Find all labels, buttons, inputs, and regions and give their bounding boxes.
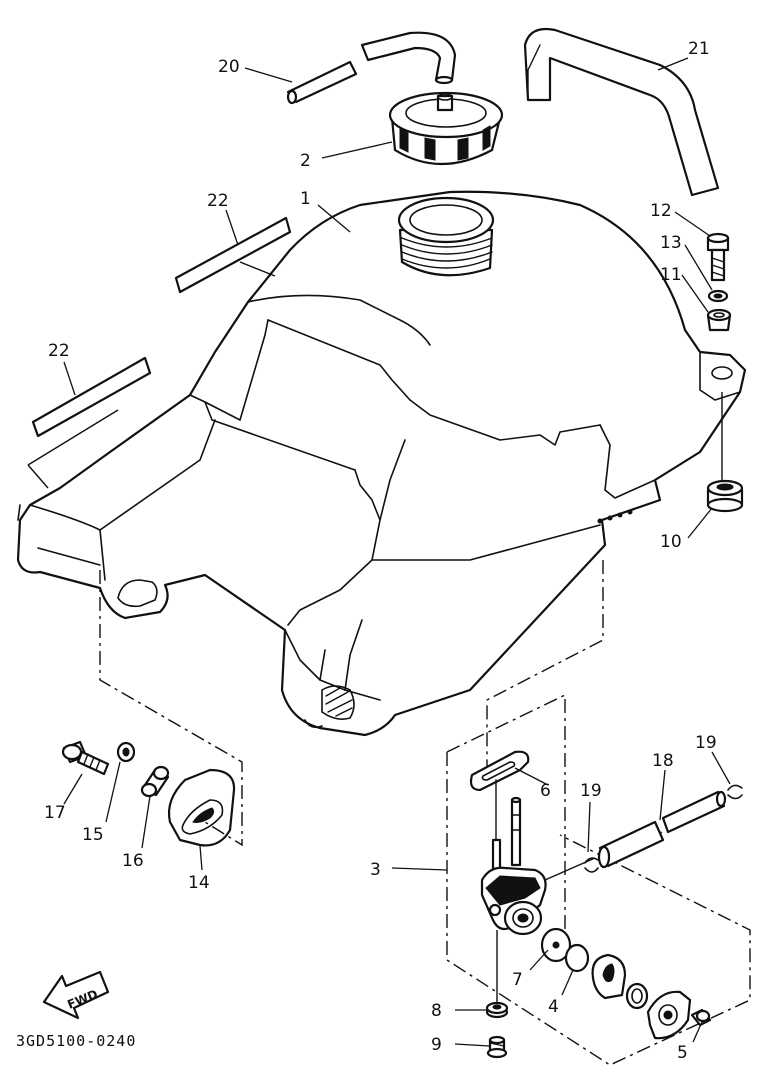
filler-neck <box>397 196 495 277</box>
seal-ring <box>625 982 649 1010</box>
collar-16 <box>140 765 170 798</box>
seal-strip-upper <box>174 216 292 294</box>
front-hatch <box>321 685 355 720</box>
callout-4: 4 <box>548 997 559 1017</box>
o-ring-4 <box>564 943 590 973</box>
callout-18: 18 <box>652 751 674 771</box>
leader-lines <box>63 57 731 1047</box>
callout-16: 16 <box>122 851 144 871</box>
washer-15 <box>116 741 136 763</box>
callout-1: 1 <box>300 189 311 209</box>
drain-washer-8 <box>485 1001 509 1019</box>
damper-10 <box>706 479 744 513</box>
cover-plate <box>646 990 692 1040</box>
breather-hose <box>286 31 457 105</box>
drain-screw-9 <box>486 1035 508 1059</box>
callout-7: 7 <box>512 970 523 990</box>
screw-5 <box>690 1008 712 1027</box>
mount-dots <box>597 509 633 524</box>
washer-13 <box>707 289 729 303</box>
callout-22-lower: 22 <box>48 341 70 361</box>
callout-11: 11 <box>660 265 682 285</box>
hose-clip-19-lower <box>584 857 599 873</box>
callout-17: 17 <box>44 803 66 823</box>
callout-15: 15 <box>82 825 104 845</box>
fuel-cap <box>388 91 504 165</box>
callout-21: 21 <box>688 39 710 59</box>
drawing-code: 3GD5100-0240 <box>16 1032 136 1050</box>
callout-2: 2 <box>300 151 311 171</box>
callout-5: 5 <box>677 1043 688 1063</box>
callout-14: 14 <box>188 873 210 893</box>
grommet-14 <box>167 768 236 847</box>
callout-13: 13 <box>660 233 682 253</box>
lever-seal <box>591 953 627 1000</box>
petcock-gasket-6 <box>469 750 530 792</box>
seal-strip-lower <box>31 356 152 438</box>
fuel-tank <box>16 190 747 737</box>
collar-11 <box>706 308 732 332</box>
callout-10: 10 <box>660 532 682 552</box>
callout-6: 6 <box>540 781 551 801</box>
petcock-body <box>480 866 547 936</box>
callout-8: 8 <box>431 1001 442 1021</box>
fuel-strainer <box>491 779 522 877</box>
fuel-hose-18 <box>597 790 727 869</box>
tank-handle <box>523 27 720 197</box>
fwd-arrow-icon: FWD <box>42 970 110 1020</box>
callout-9: 9 <box>431 1035 442 1055</box>
callout-3: 3 <box>370 860 381 880</box>
callout-12: 12 <box>650 201 672 221</box>
bolt-17 <box>61 740 110 776</box>
callout-labels: 1 2 3 4 5 6 7 8 9 10 11 12 13 14 15 16 1… <box>44 39 717 1063</box>
callout-20: 20 <box>218 57 240 77</box>
callout-22-upper: 22 <box>207 191 229 211</box>
bolt-12 <box>706 232 730 282</box>
callout-19-lower: 19 <box>580 781 602 801</box>
callout-19-upper: 19 <box>695 733 717 753</box>
diaphragm-7 <box>540 927 572 963</box>
hose-clip-19-upper <box>727 784 743 800</box>
